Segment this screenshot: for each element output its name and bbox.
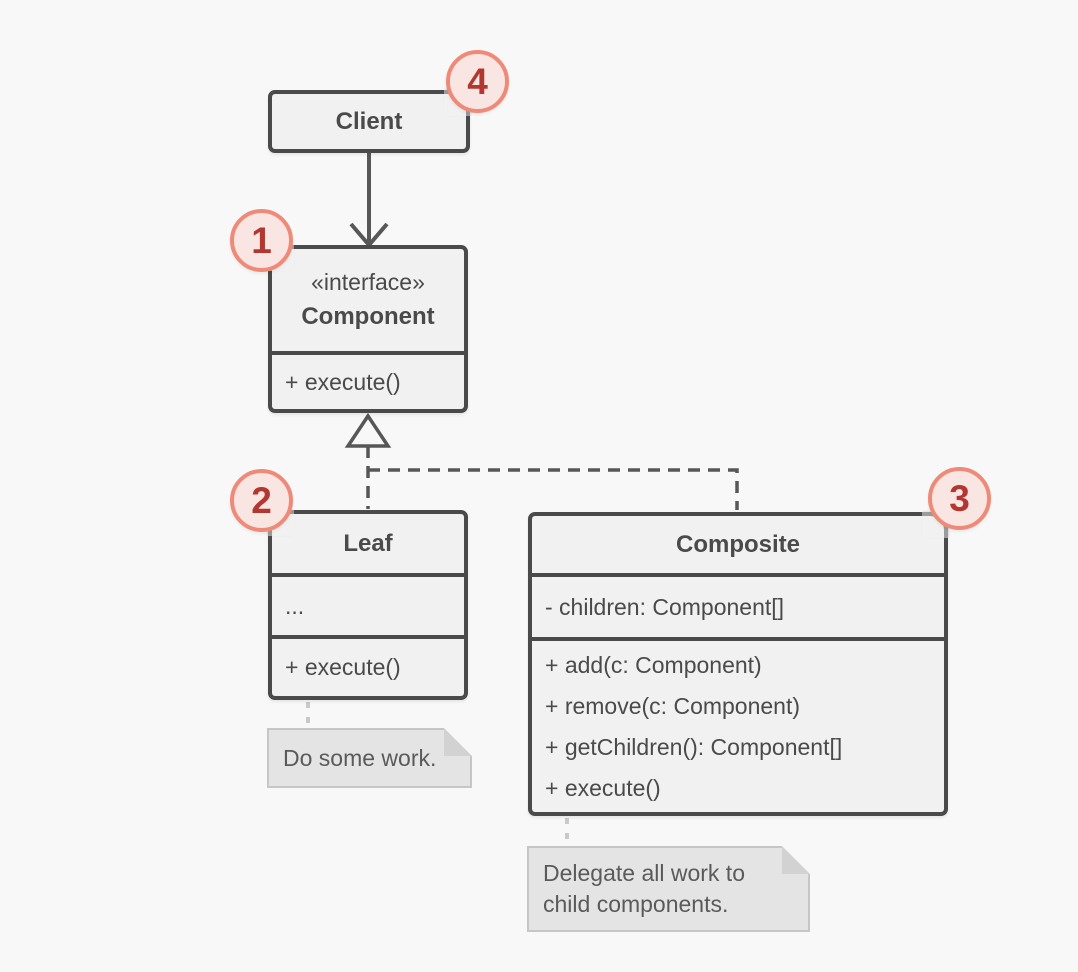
note-fold-corner-icon (782, 846, 810, 874)
note-fold-corner-icon (444, 728, 472, 756)
class-leaf-title: Leaf (272, 514, 464, 573)
method-line: + execute() (545, 774, 661, 801)
class-composite-title: Composite (532, 516, 944, 573)
note-connectors (306, 702, 569, 846)
badge-3: 3 (928, 467, 991, 530)
class-composite-attributes: - children: Component[] (532, 573, 944, 637)
stereotype-label: «interface» (311, 269, 425, 295)
class-component-methods: + execute() (272, 351, 464, 409)
method-line: + add(c: Component) (545, 651, 762, 678)
badge-2: 2 (230, 469, 293, 532)
badge-1: 1 (230, 209, 293, 272)
class-component: «interface» Component + execute() (268, 245, 468, 413)
badge-number: 4 (467, 60, 488, 102)
class-leaf-methods: + execute() (272, 635, 464, 696)
class-leaf: Leaf ... + execute() (268, 510, 468, 700)
note-composite: Delegate all work to child components. (527, 846, 810, 932)
attribute-line: ... (285, 592, 305, 619)
note-leaf: Do some work. (267, 728, 472, 788)
badge-number: 1 (251, 219, 272, 261)
class-client: Client (268, 90, 470, 153)
class-component-title: «interface» Component (272, 249, 464, 351)
note-text-line: Delegate all work to (543, 860, 745, 886)
inheritance-triangle-icon (344, 412, 392, 448)
badge-number: 2 (251, 479, 272, 521)
attribute-line: - children: Component[] (545, 593, 785, 620)
class-name: Client (335, 107, 403, 135)
method-line: + getChildren(): Component[] (545, 733, 843, 760)
method-line: + execute() (285, 368, 401, 395)
realization-dashed-lines (366, 446, 739, 510)
method-line: + execute() (285, 654, 401, 680)
note-text: Do some work. (283, 744, 437, 771)
note-text-line: child components. (543, 891, 729, 917)
class-composite: Composite - children: Component[] + add(… (528, 512, 948, 816)
method-line: + remove(c: Component) (545, 692, 801, 719)
class-name: Composite (675, 530, 800, 558)
class-name: Component (301, 303, 435, 330)
class-composite-methods: + add(c: Component) + remove(c: Componen… (532, 637, 944, 812)
class-client-title: Client (272, 94, 466, 149)
class-name: Leaf (343, 529, 393, 557)
class-leaf-attributes: ... (272, 573, 464, 635)
badge-number: 3 (949, 477, 970, 519)
badge-4: 4 (446, 50, 509, 113)
association-arrow (349, 153, 389, 249)
